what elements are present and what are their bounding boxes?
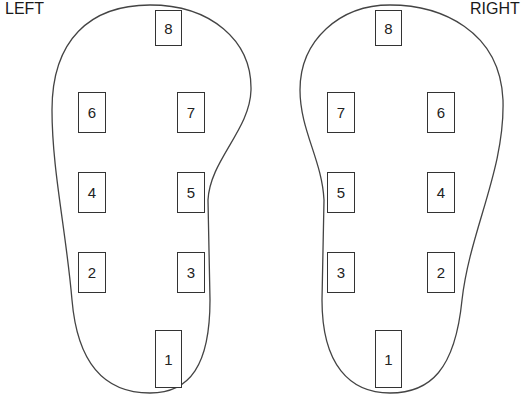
sensor-box: 8 — [375, 10, 402, 46]
sensor-box: 6 — [78, 92, 106, 133]
sensor-box: 6 — [427, 92, 455, 133]
sensor-number: 4 — [88, 184, 96, 201]
sensor-box: 1 — [375, 330, 402, 388]
sensor-box: 2 — [78, 252, 106, 293]
sensor-box: 4 — [78, 172, 106, 213]
foot-path — [300, 5, 503, 393]
sensor-box: 2 — [427, 252, 455, 293]
sensor-box: 8 — [155, 10, 182, 46]
sensor-number: 2 — [88, 264, 96, 281]
foot-shape — [0, 0, 264, 394]
sensor-box: 3 — [177, 252, 205, 293]
side-label: LEFT — [5, 0, 44, 18]
sensor-number: 4 — [437, 184, 445, 201]
sensor-box: 4 — [427, 172, 455, 213]
sensor-number: 5 — [337, 184, 345, 201]
sensor-number: 1 — [164, 351, 172, 368]
sensor-box: 7 — [327, 92, 355, 133]
sensor-box: 1 — [155, 330, 182, 388]
sensor-number: 3 — [187, 264, 195, 281]
foot-outline: RIGHT 8 7 6 5 4 3 2 1 — [264, 0, 529, 394]
sensor-number: 6 — [437, 104, 445, 121]
sensor-number: 7 — [187, 104, 195, 121]
sensor-number: 1 — [384, 351, 392, 368]
sensor-box: 5 — [327, 172, 355, 213]
foot-path — [52, 5, 251, 393]
sensor-number: 3 — [337, 264, 345, 281]
sensor-box: 3 — [327, 252, 355, 293]
sensor-box: 7 — [177, 92, 205, 133]
sensor-number: 2 — [437, 264, 445, 281]
sensor-box: 5 — [177, 172, 205, 213]
sensor-number: 5 — [187, 184, 195, 201]
sensor-number: 8 — [164, 20, 172, 37]
sensor-number: 6 — [88, 104, 96, 121]
sensor-number: 8 — [384, 20, 392, 37]
sensor-number: 7 — [337, 104, 345, 121]
side-label: RIGHT — [470, 0, 520, 18]
foot-outline: LEFT 8 6 7 4 5 2 3 1 — [0, 0, 264, 394]
